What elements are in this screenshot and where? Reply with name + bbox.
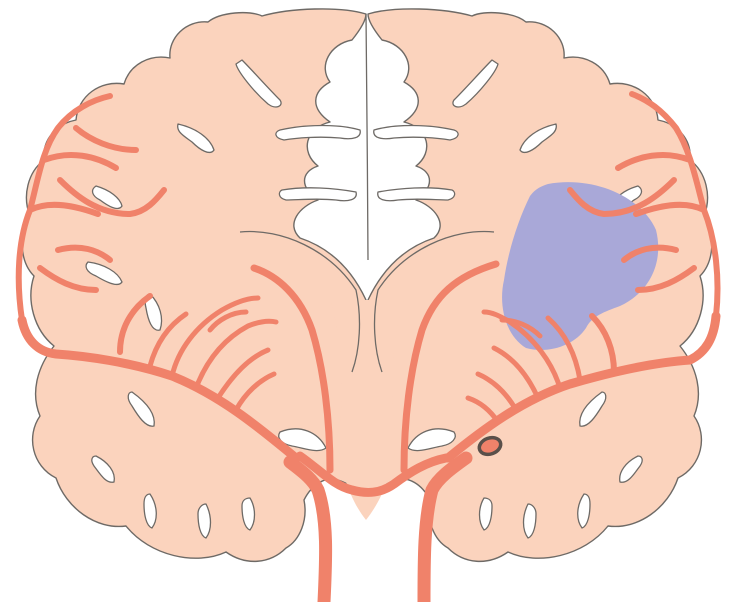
- interhemispheric-fissure: [366, 14, 368, 260]
